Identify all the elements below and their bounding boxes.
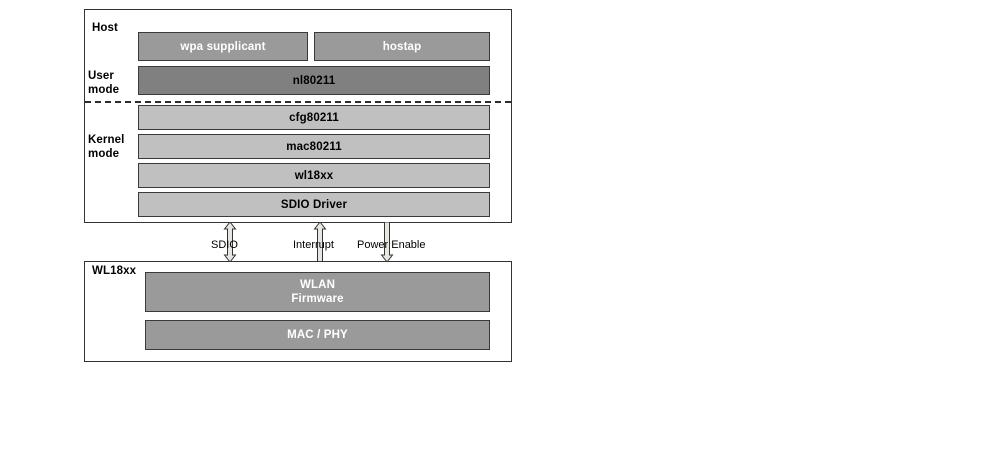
kernel-mode-label-line1: Kernel xyxy=(88,134,125,146)
user-kernel-divider xyxy=(85,101,511,103)
user-mode-label-line2: mode xyxy=(88,84,120,96)
connector-label-interrupt: Interrupt xyxy=(293,239,334,251)
block-nl80211: nl80211 xyxy=(138,66,490,95)
block-mac80211: mac80211 xyxy=(138,134,490,159)
connector-label-power-enable: Power Enable xyxy=(357,239,426,251)
user-mode-label-line1: User xyxy=(88,70,114,82)
sdio-arrow-bidirectional xyxy=(223,222,237,262)
kernel-mode-label-line2: mode xyxy=(88,148,120,160)
block-wlan-firmware: WLAN Firmware xyxy=(145,272,490,312)
block-sdio-driver: SDIO Driver xyxy=(138,192,490,217)
power-enable-arrow-down xyxy=(380,222,394,262)
kernel-mode-label: Kernel mode xyxy=(88,133,140,161)
block-wlan-firmware-line1: WLAN xyxy=(299,279,336,291)
user-mode-label: User mode xyxy=(88,69,136,97)
block-wpa-supplicant: wpa supplicant xyxy=(138,32,308,61)
host-label: Host xyxy=(92,22,118,34)
block-wlan-firmware-line2: Firmware xyxy=(291,293,344,305)
connector-label-sdio: SDIO xyxy=(211,239,238,251)
block-cfg80211: cfg80211 xyxy=(138,105,490,130)
block-hostap: hostap xyxy=(314,32,490,61)
interrupt-arrow-up xyxy=(313,222,327,262)
wl18xx-label: WL18xx xyxy=(92,265,137,277)
block-mac-phy: MAC / PHY xyxy=(145,320,490,350)
block-wl18xx-driver: wl18xx xyxy=(138,163,490,188)
